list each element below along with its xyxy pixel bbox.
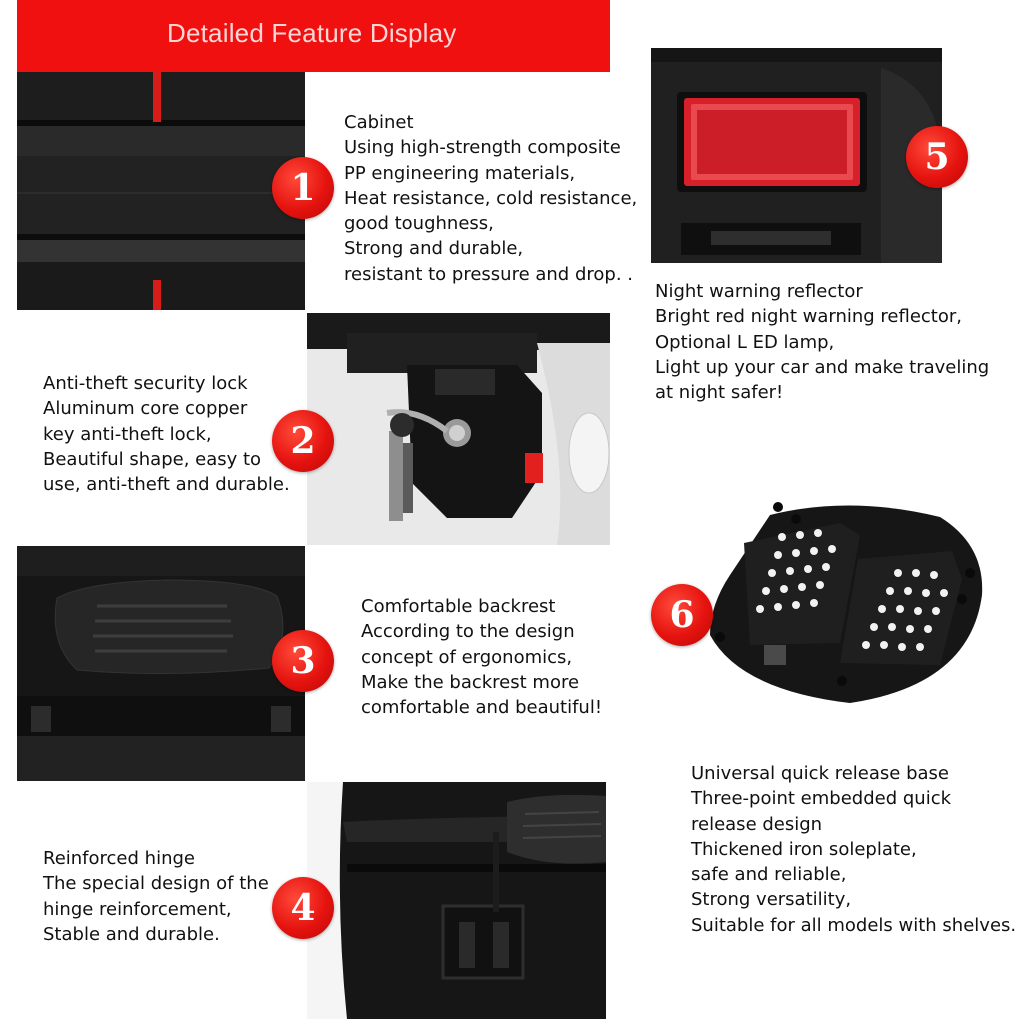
feature-4-line: hinge reinforcement, [43, 898, 232, 920]
badge-2-number: 2 [290, 420, 316, 462]
badge-6: 6 [651, 584, 713, 646]
badge-4: 4 [272, 877, 334, 939]
badge-1: 1 [272, 157, 334, 219]
feature-4-line: The special design of the [43, 873, 269, 895]
hinge-photo [307, 782, 606, 1019]
badge-2: 2 [272, 410, 334, 472]
badge-6-number: 6 [669, 594, 695, 636]
feature-3-text: Comfortable backrest According to the de… [361, 594, 602, 720]
feature-6-line: safe and reliable, [691, 864, 847, 886]
header-banner: Detailed Feature Display [17, 0, 610, 72]
feature-4-line: Stable and durable. [43, 923, 220, 945]
feature-1-line: resistant to pressure and drop. . [344, 263, 633, 285]
banner-title: Detailed Feature Display [167, 18, 457, 48]
feature-2-title: Anti-theft security lock [43, 373, 248, 394]
feature-6-text: Universal quick release base Three-point… [691, 761, 1016, 938]
feature-4-text: Reinforced hinge The special design of t… [43, 846, 269, 947]
backrest-photo [17, 546, 305, 781]
feature-6-line: Thickened iron soleplate, [691, 838, 917, 860]
feature-2-line: use, anti-theft and durable. [43, 474, 290, 496]
badge-5-number: 5 [924, 136, 950, 178]
badge-4-number: 4 [290, 887, 316, 929]
badge-1-number: 1 [290, 167, 316, 209]
feature-3-line: concept of ergonomics, [361, 646, 573, 668]
feature-2-line: Beautiful shape, easy to [43, 448, 262, 470]
feature-5-line: Optional L ED lamp, [655, 331, 835, 353]
badge-5: 5 [906, 126, 968, 188]
badge-3-number: 3 [290, 640, 316, 682]
lock-photo [307, 313, 610, 545]
feature-1-line: PP engineering materials, [344, 162, 576, 184]
feature-1-line: Heat resistance, cold resistance, [344, 187, 638, 209]
badge-3: 3 [272, 630, 334, 692]
feature-6-line: Three-point embedded quick [691, 788, 952, 810]
feature-3-line: Make the backrest more [361, 671, 580, 693]
reflector-photo [651, 48, 942, 263]
feature-1-text: Cabinet Using high-strength composite PP… [344, 110, 637, 287]
feature-2-line: Aluminum core copper [43, 398, 248, 420]
feature-2-text: Anti-theft security lock Aluminum core c… [43, 371, 290, 497]
feature-5-line: Bright red night warning reflector, [655, 306, 962, 328]
feature-3-title: Comfortable backrest [361, 596, 556, 617]
feature-3-line: comfortable and beautiful! [361, 697, 603, 719]
feature-1-line: Strong and durable, [344, 238, 524, 260]
feature-5-text: Night warning reflector Bright red night… [655, 279, 989, 405]
feature-6-line: release design [691, 813, 823, 835]
feature-1-title: Cabinet [344, 112, 414, 133]
feature-5-line: at night safer! [655, 382, 784, 404]
feature-5-title: Night warning reflector [655, 281, 863, 302]
base-plate-photo [700, 495, 992, 710]
feature-3-line: According to the design [361, 621, 575, 643]
feature-6-title: Universal quick release base [691, 763, 949, 784]
feature-1-line: good toughness, [344, 213, 494, 235]
feature-5-line: Light up your car and make traveling [655, 356, 990, 378]
cabinet-photo [17, 72, 305, 310]
feature-2-line: key anti-theft lock, [43, 423, 212, 445]
feature-1-line: Using high-strength composite [344, 137, 621, 159]
feature-6-line: Strong versatility, [691, 889, 852, 911]
feature-4-title: Reinforced hinge [43, 848, 195, 869]
feature-6-line: Suitable for all models with shelves. [691, 914, 1017, 936]
